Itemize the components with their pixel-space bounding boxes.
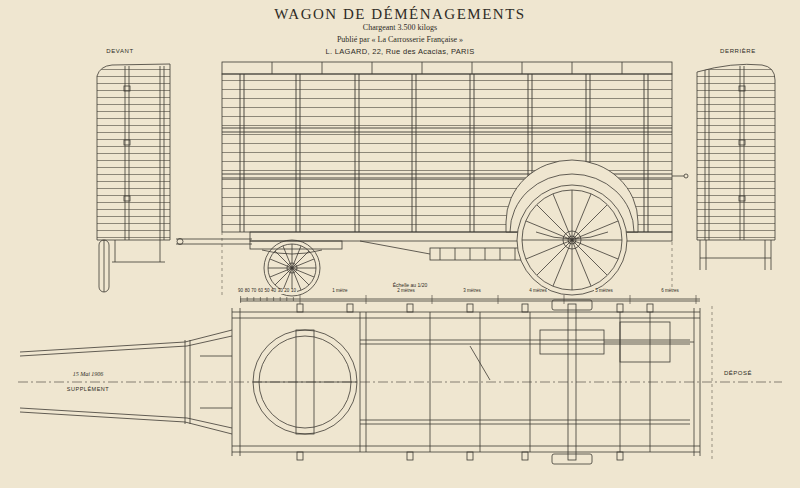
scale-number: 2 mètres xyxy=(396,289,416,294)
deposit-note: DÉPOSÉ xyxy=(723,370,753,377)
address-line: L. LAGARD, 22, Rue des Acacias, PARIS xyxy=(325,48,476,56)
scale-number: 3 mètres xyxy=(462,289,482,294)
scale-number: 5 mètres xyxy=(594,289,614,294)
scale-number: 1 mètre xyxy=(331,289,348,294)
date-note: 15 Mai 1906 xyxy=(72,371,105,378)
view-label: DEVANT xyxy=(105,48,135,55)
scale-number: 4 mètres xyxy=(528,289,548,294)
supplement-note: SUPPLÉMENT xyxy=(66,386,110,392)
view-label: DERRIÈRE xyxy=(719,48,757,55)
publisher-line: Publié par « La Carrosserie Française » xyxy=(336,36,464,45)
scale-number: 10 xyxy=(290,289,297,294)
subtitle: Chargeant 3.500 kilogs xyxy=(362,24,438,33)
scale-number: 6 mètres xyxy=(660,289,680,294)
drawing-title: WAGON DE DÉMÉNAGEMENTS xyxy=(273,6,526,23)
scale-label: Échelle au 1/20 xyxy=(392,283,428,289)
